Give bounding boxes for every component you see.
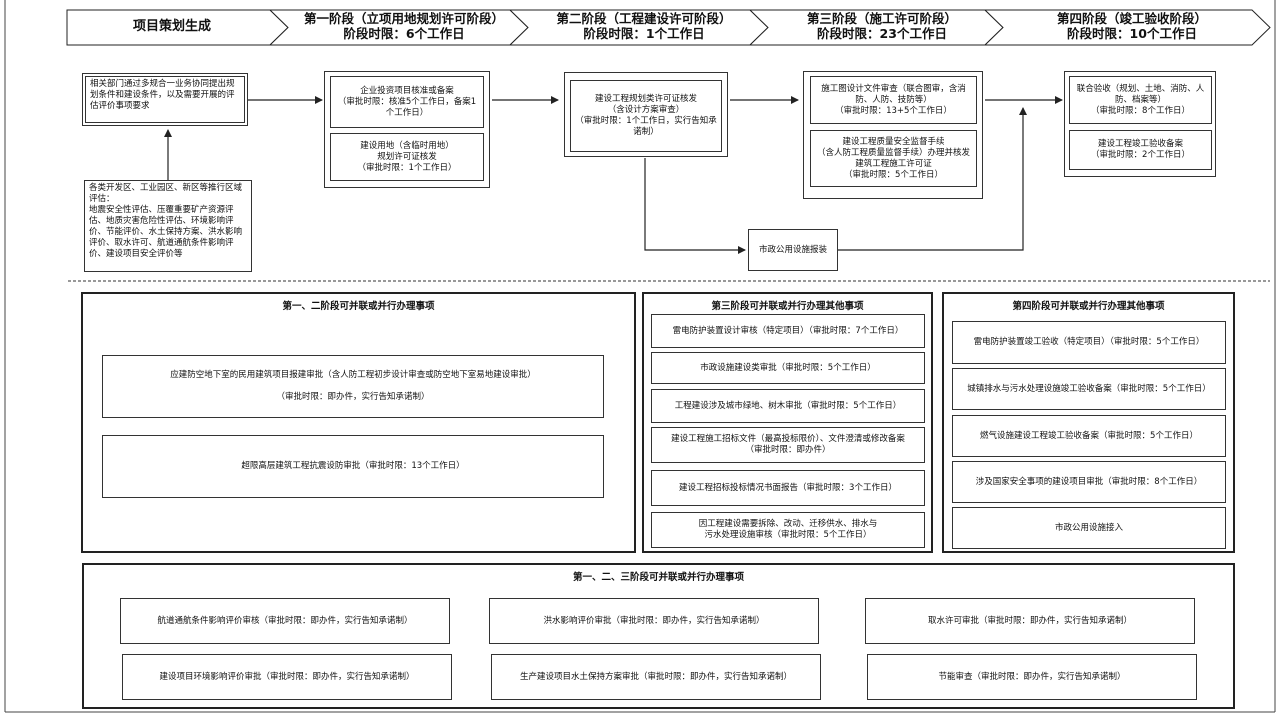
p4-item-4: 涉及国家安全事项的建设项目审批（审批时限：8个工作日） (952, 461, 1226, 503)
p3-item-1: 雷电防护装置设计审核（特定项目）（审批时限：7个工作日） (651, 314, 925, 348)
s2-planning-permit-box: 建设工程规划类许可证核发 （含设计方案审查） （审批时限：1个工作日，实行告知承… (570, 80, 722, 152)
p4-item-2: 城镇排水与污水处理设施竣工验收备案（审批时限：5个工作日） (952, 368, 1226, 410)
p3-item-5: 建设工程招标投标情况书面报告（审批时限：3个工作日） (651, 470, 925, 506)
stage0-title: 项目策划生成 (132, 19, 211, 34)
panel-stage3-title: 第三阶段可并联或并行办理其他事项 (711, 301, 864, 312)
s1-project-approval-box: 企业投资项目核准或备案 （审批时限：核准5个工作日，备案1个工作日） (330, 76, 484, 128)
arrow-s2-to-municipal (644, 158, 746, 254)
p123-item-navigation: 航道通航条件影响评价审核（审批时限：即办件，实行告知承诺制） (120, 598, 450, 644)
municipal-application-box: 市政公用设施报装 (748, 229, 838, 271)
arrow-municipal-to-s4 (838, 107, 1027, 251)
panel-stage123-title: 第一、二、三阶段可并联或并行办理事项 (572, 572, 744, 583)
stage4-title: 第四阶段（竣工验收阶段） 阶段时限：10个工作日 (1056, 11, 1207, 41)
p3-item-4: 建设工程施工招标文件（最高投标限价）、文件澄清或修改备案 （审批时限：即办件） (651, 427, 925, 463)
s3-construction-permit-box: 建设工程质量安全监督手续 （含人防工程质量监督手续）办理并核发建筑工程施工许可证… (810, 130, 977, 187)
p3-item-6: 因工程建设需要拆除、改动、迁移供水、排水与 污水处理设施审核（审批时限：5个工作… (651, 512, 925, 548)
panel-stage12-title: 第一、二阶段可并联或并行办理事项 (282, 301, 435, 312)
s4-completion-filing-box: 建设工程竣工验收备案 （审批时限：2个工作日） (1069, 130, 1212, 170)
p123-item-flood: 洪水影响评价审批（审批时限：即办件，实行告知承诺制） (489, 598, 819, 644)
p123-item-environment: 建设项目环境影响评价审批（审批时限：即办件，实行告知承诺制） (122, 654, 452, 700)
evaluation-box: 各类开发区、工业园区、新区等推行区域评估： 地震安全性评估、压覆重要矿产资源评估… (84, 180, 252, 272)
p123-item-energy: 节能审查（审批时限：即办件，实行告知承诺制） (867, 654, 1197, 700)
p4-item-5: 市政公用设施接入 (952, 507, 1226, 549)
p3-item-3: 工程建设涉及城市绿地、树木审批（审批时限：5个工作日） (651, 389, 925, 423)
p12-item-seismic: 超限高层建筑工程抗震设防审批（审批时限：13个工作日） (102, 435, 604, 498)
panel-stage12: 第一、二阶段可并联或并行办理事项 (81, 292, 636, 553)
s4-joint-acceptance-box: 联合验收（规划、土地、消防、人防、档案等） （审批时限：8个工作日） (1069, 76, 1212, 124)
stage2-title: 第二阶段（工程建设许可阶段） 阶段时限：1个工作日 (556, 11, 732, 41)
panel-stage4-title: 第四阶段可并联或并行办理其他事项 (1012, 301, 1165, 312)
s3-drawing-review-box: 施工图设计文件审查（联合图审，含消防、人防、技防等） （审批时限：13+5个工作… (810, 76, 977, 124)
stage3-title: 第三阶段（施工许可阶段） 阶段时限：23个工作日 (806, 11, 957, 41)
p12-item-civil-defense: 应建防空地下室的民用建筑项目报建审批（含人防工程初步设计审查或防空地下室易地建设… (102, 355, 604, 418)
p3-item-2: 市政设施建设类审批（审批时限：5个工作日） (651, 352, 925, 384)
stage4-shape (983, 9, 1271, 46)
stage1-title: 第一阶段（立项用地规划许可阶段） 阶段时限：6个工作日 (303, 11, 504, 41)
p123-item-water-intake: 取水许可审批（审批时限：即办件，实行告知承诺制） (865, 598, 1195, 644)
s1-land-permit-box: 建设用地（含临时用地） 规划许可证核发 （审批时限：1个工作日） (330, 133, 484, 181)
p4-item-3: 燃气设施建设工程竣工验收备案（审批时限：5个工作日） (952, 415, 1226, 457)
p4-item-1: 雷电防护装置竣工验收（特定项目）（审批时限：5个工作日） (952, 321, 1226, 364)
p123-item-soil-water: 生产建设项目水土保持方案审批（审批时限：即办件，实行告知承诺制） (491, 654, 821, 700)
planning-box: 相关部门通过多规合一业务协同提出规划条件和建设条件，以及需要开展的评估评价事项要… (85, 76, 245, 123)
